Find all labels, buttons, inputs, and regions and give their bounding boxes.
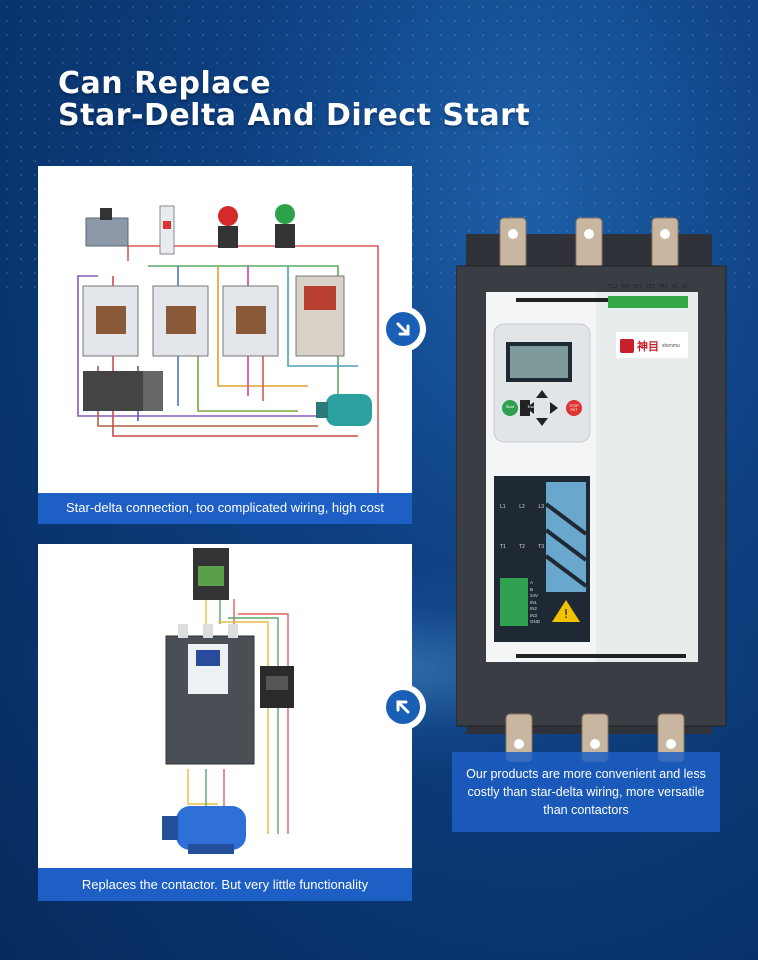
- phase-label: L2: [519, 504, 525, 510]
- esc-button-label: Esc: [527, 404, 535, 409]
- contactor-wiring-illustration: [162, 548, 294, 854]
- phase-label: T1: [500, 544, 506, 550]
- brand-logo: 神目 shenmu: [620, 336, 686, 356]
- product-caption: Our products are more convenient and les…: [466, 767, 706, 817]
- title-line-1: Can Replace: [58, 66, 272, 101]
- soft-starter-illustration: !: [456, 217, 727, 762]
- terminal-label: A1: [671, 284, 679, 290]
- title-line-2: Star-Delta And Direct Start: [58, 98, 531, 133]
- phase-labels-bottom: T1 T2 T3: [500, 544, 544, 550]
- arrow-icon: [380, 306, 426, 352]
- logo-icon: [620, 339, 634, 353]
- product-caption-box: Our products are more convenient and les…: [452, 752, 720, 832]
- contactor-panel: [38, 544, 412, 868]
- phase-labels-top: L1 L2 L3: [500, 504, 544, 510]
- star-delta-wiring-illustration: [77, 204, 379, 493]
- soft-starter-product: ! TC2 TA2 TC1 TB1 TA1 A1 A2 神目 shenmu St…: [456, 214, 732, 762]
- star-delta-caption: Star-delta connection, too complicated w…: [38, 493, 412, 524]
- top-terminal-labels: TC2 TA2 TC1 TB1 TA1 A1 A2: [608, 284, 688, 290]
- side-terminal-labels: A B 24V IN1 IN2 IN3 GND: [530, 580, 540, 626]
- terminal-label: IN2: [530, 606, 538, 611]
- terminal-label: TA1: [658, 284, 669, 290]
- terminal-label: TA2: [620, 284, 630, 290]
- phase-label: T3: [538, 544, 544, 550]
- terminal-label: TC1: [633, 284, 643, 290]
- terminal-label: GND: [530, 619, 540, 624]
- contactor-caption: Replaces the contactor. But very little …: [38, 868, 412, 901]
- star-delta-panel: [38, 166, 412, 493]
- arrow-icon: [380, 684, 426, 730]
- terminal-label: 24V: [530, 593, 539, 598]
- stop-button-label: STOP RST: [569, 404, 579, 412]
- svg-text:!: !: [564, 607, 569, 621]
- terminal-label: IN3: [530, 612, 538, 618]
- terminal-label: A: [530, 580, 534, 585]
- terminal-label: TC2: [608, 284, 618, 290]
- terminal-label: A2: [681, 284, 688, 290]
- terminal-label: IN1: [530, 599, 538, 605]
- terminal-label: TB1: [645, 284, 656, 290]
- terminal-label: B: [530, 586, 534, 592]
- start-button-label: Start: [505, 404, 515, 409]
- brand-name: 神目: [637, 340, 659, 353]
- brand-sub: shenmu: [662, 343, 680, 349]
- phase-label: T2: [519, 544, 525, 550]
- phase-label: L1: [500, 504, 506, 510]
- page-title: Can Replace Star-Delta And Direct Start: [58, 68, 530, 132]
- phase-label: L3: [538, 504, 544, 510]
